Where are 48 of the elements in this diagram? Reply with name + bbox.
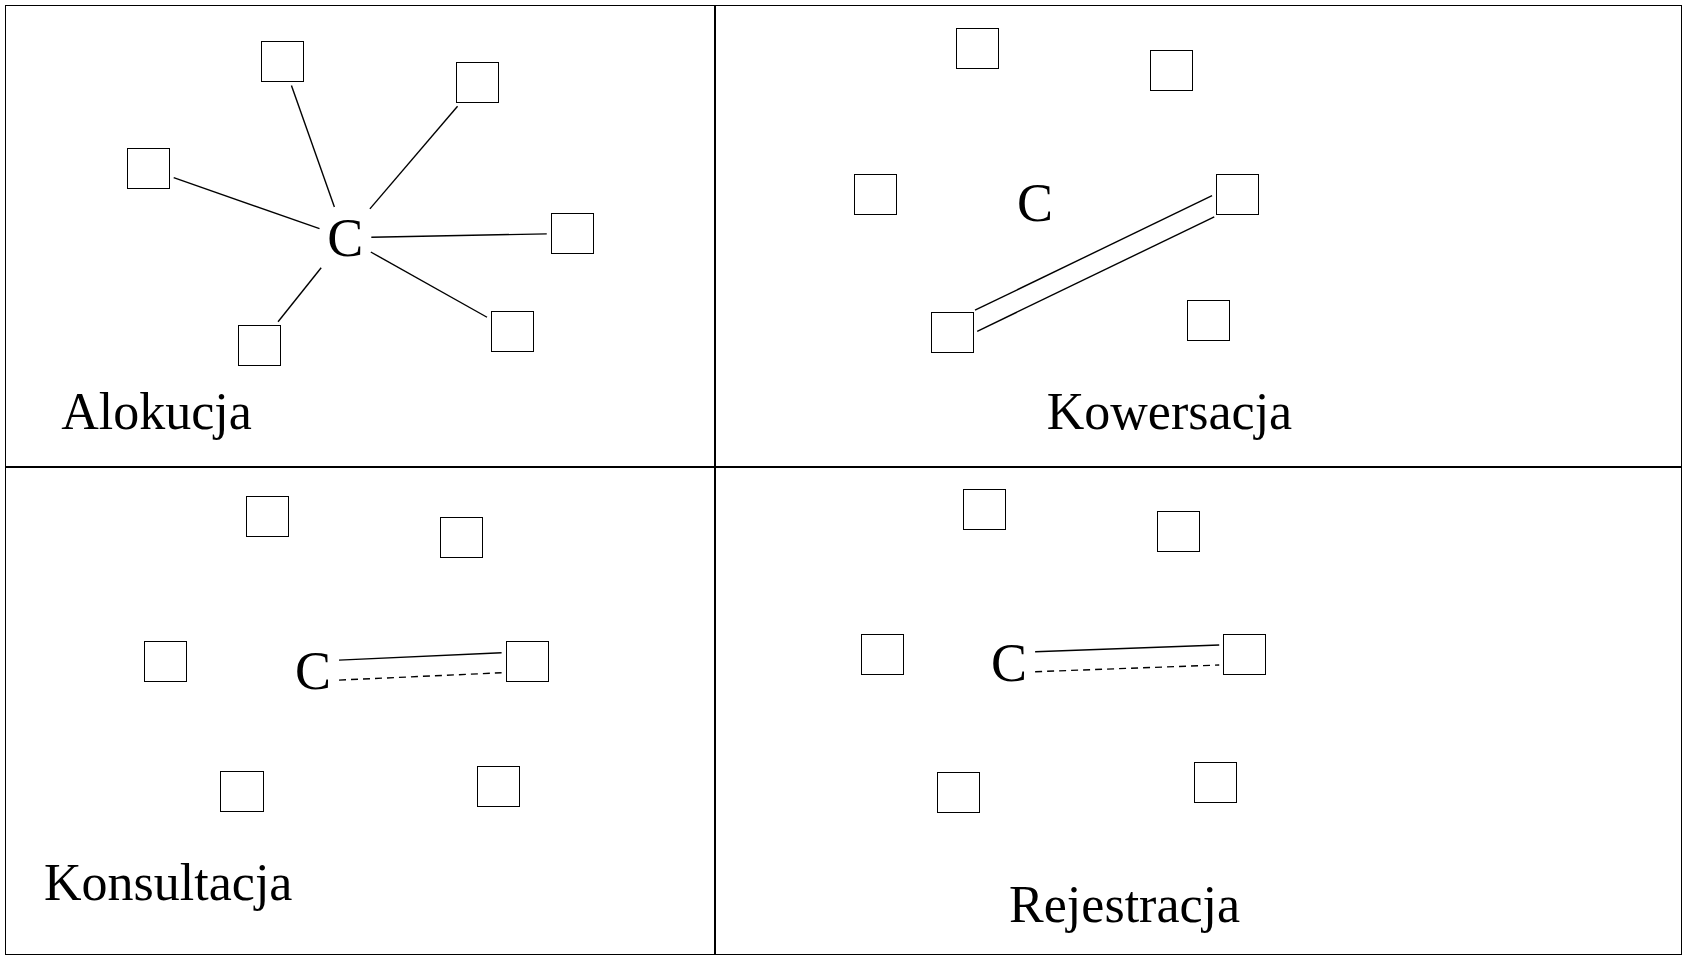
connector-line — [976, 216, 1215, 333]
square-node — [854, 174, 898, 216]
panel — [5, 466, 716, 956]
panel — [715, 5, 1682, 467]
square-node — [1215, 174, 1259, 216]
square-node — [261, 40, 305, 82]
connector-line — [370, 251, 488, 318]
dashed-line — [338, 672, 503, 681]
connector-line — [974, 194, 1213, 311]
square-node — [860, 633, 904, 675]
square-node — [550, 212, 594, 254]
panel-title: Rejestracja — [1009, 878, 1241, 931]
square-node — [962, 489, 1006, 531]
square-node — [1156, 510, 1200, 552]
center-letter: C — [323, 210, 368, 265]
center-letter: C — [987, 635, 1032, 690]
square-node — [1186, 300, 1230, 341]
square-node — [439, 517, 483, 559]
panel-title: Konsultacja — [44, 857, 293, 910]
square-node — [1194, 761, 1238, 803]
connector-line — [369, 105, 459, 210]
square-node — [220, 771, 264, 813]
square-node — [505, 641, 549, 683]
square-node — [956, 27, 1000, 69]
square-node — [237, 324, 281, 366]
square-node — [246, 495, 290, 537]
connector-line — [173, 176, 321, 230]
square-node — [1150, 50, 1194, 92]
connector-line — [277, 267, 322, 323]
panel — [715, 466, 1682, 956]
square-node — [930, 311, 974, 353]
connector-line — [1034, 644, 1220, 653]
center-letter: C — [291, 644, 335, 699]
square-node — [126, 148, 170, 190]
center-letter: C — [1012, 176, 1057, 231]
connector-line — [290, 84, 336, 208]
panel-title: Alokucja — [61, 386, 252, 439]
square-node — [476, 765, 520, 807]
square-node — [456, 62, 500, 104]
connector-line — [338, 652, 503, 661]
square-node — [144, 641, 188, 683]
dashed-line — [1034, 664, 1220, 673]
panel — [5, 5, 716, 467]
connector-line — [370, 233, 548, 238]
square-node — [490, 310, 534, 352]
square-node — [1223, 633, 1267, 675]
panel-title: Kowersacja — [1046, 386, 1293, 439]
square-node — [937, 772, 981, 814]
